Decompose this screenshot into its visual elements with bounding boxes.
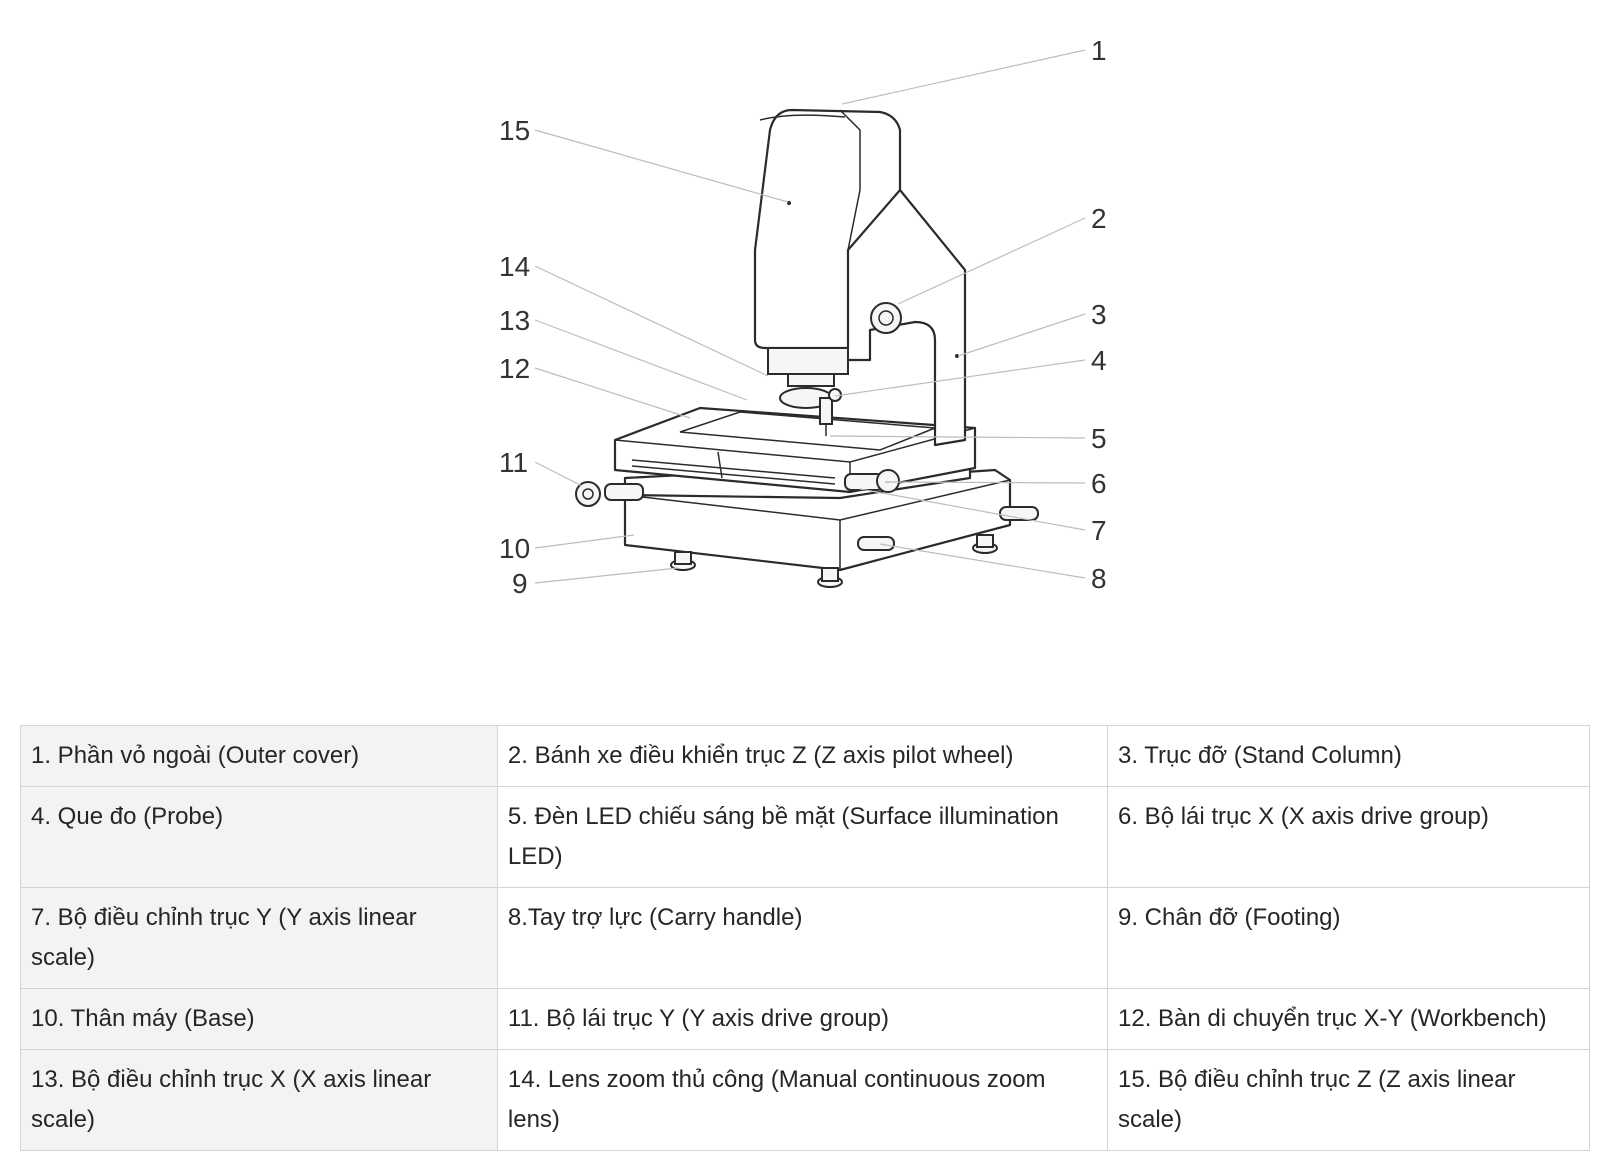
callout-11: 11 xyxy=(499,447,528,478)
callout-9: 9 xyxy=(512,568,528,599)
callout-13: 13 xyxy=(499,305,530,336)
part-cell: 3. Trục đỡ (Stand Column) xyxy=(1107,725,1590,787)
table-row: 10. Thân máy (Base) 11. Bộ lái trục Y (Y… xyxy=(20,988,1590,1050)
callout-3: 3 xyxy=(1091,299,1107,330)
part-cell: 11. Bộ lái trục Y (Y axis drive group) xyxy=(496,988,1109,1050)
zoom-lens xyxy=(767,347,849,375)
part-cell: 1. Phần vỏ ngoài (Outer cover) xyxy=(20,725,498,787)
machine-illustration xyxy=(575,108,1039,588)
table-row: 1. Phần vỏ ngoài (Outer cover) 2. Bánh x… xyxy=(20,725,1590,787)
part-cell: 6. Bộ lái trục X (X axis drive group) xyxy=(1107,786,1590,888)
part-cell: 4. Que đo (Probe) xyxy=(20,786,498,888)
callout-12: 12 xyxy=(499,353,530,384)
part-cell: 7. Bộ điều chỉnh trục Y (Y axis linear s… xyxy=(20,887,498,989)
callout-10: 10 xyxy=(499,533,530,564)
machine-diagram: 1 2 3 4 5 6 7 8 9 10 11 12 13 14 15 xyxy=(499,35,1107,599)
callout-15: 15 xyxy=(499,115,530,146)
callout-5: 5 xyxy=(1091,423,1107,454)
probe xyxy=(819,397,833,425)
callout-numbers: 1 2 3 4 5 6 7 8 9 10 11 12 13 14 15 xyxy=(499,35,1107,599)
z-pilot-wheel xyxy=(870,302,902,334)
machine-drawing: 1 2 3 4 5 6 7 8 9 10 11 12 13 14 15 xyxy=(499,35,1107,599)
outer-cover xyxy=(753,108,902,350)
part-cell: 5. Đèn LED chiếu sáng bề mặt (Surface il… xyxy=(496,786,1109,888)
part-cell: 13. Bộ điều chỉnh trục X (X axis linear … xyxy=(20,1049,498,1151)
parts-legend-table: 1. Phần vỏ ngoài (Outer cover) 2. Bánh x… xyxy=(20,725,1590,1151)
callout-2: 2 xyxy=(1091,203,1107,234)
callout-7: 7 xyxy=(1091,515,1107,546)
callout-1: 1 xyxy=(1091,35,1107,66)
part-cell: 14. Lens zoom thủ công (Manual continuou… xyxy=(496,1049,1109,1151)
part-cell: 2. Bánh xe điều khiển trục Z (Z axis pil… xyxy=(496,725,1109,787)
y-drive-shaft xyxy=(604,483,644,501)
callout-4: 4 xyxy=(1091,345,1107,376)
callout-14: 14 xyxy=(499,251,530,282)
x-drive-knob xyxy=(876,469,900,493)
carry-handle-front xyxy=(857,536,895,551)
part-cell: 12. Bàn di chuyển trục X-Y (Workbench) xyxy=(1107,988,1590,1050)
callout-8: 8 xyxy=(1091,563,1107,594)
leader-lines xyxy=(534,49,1086,584)
part-cell: 10. Thân máy (Base) xyxy=(20,988,498,1050)
table-row: 7. Bộ điều chỉnh trục Y (Y axis linear s… xyxy=(20,887,1590,989)
part-cell: 8.Tay trợ lực (Carry handle) xyxy=(496,887,1109,989)
table-row: 4. Que đo (Probe) 5. Đèn LED chiếu sáng … xyxy=(20,786,1590,888)
y-drive-knob xyxy=(575,481,601,507)
callout-6: 6 xyxy=(1091,468,1107,499)
part-cell: 9. Chân đỡ (Footing) xyxy=(1107,887,1590,989)
part-cell: 15. Bộ điều chỉnh trục Z (Z axis linear … xyxy=(1107,1049,1590,1151)
table-row: 13. Bộ điều chỉnh trục X (X axis linear … xyxy=(20,1049,1590,1151)
